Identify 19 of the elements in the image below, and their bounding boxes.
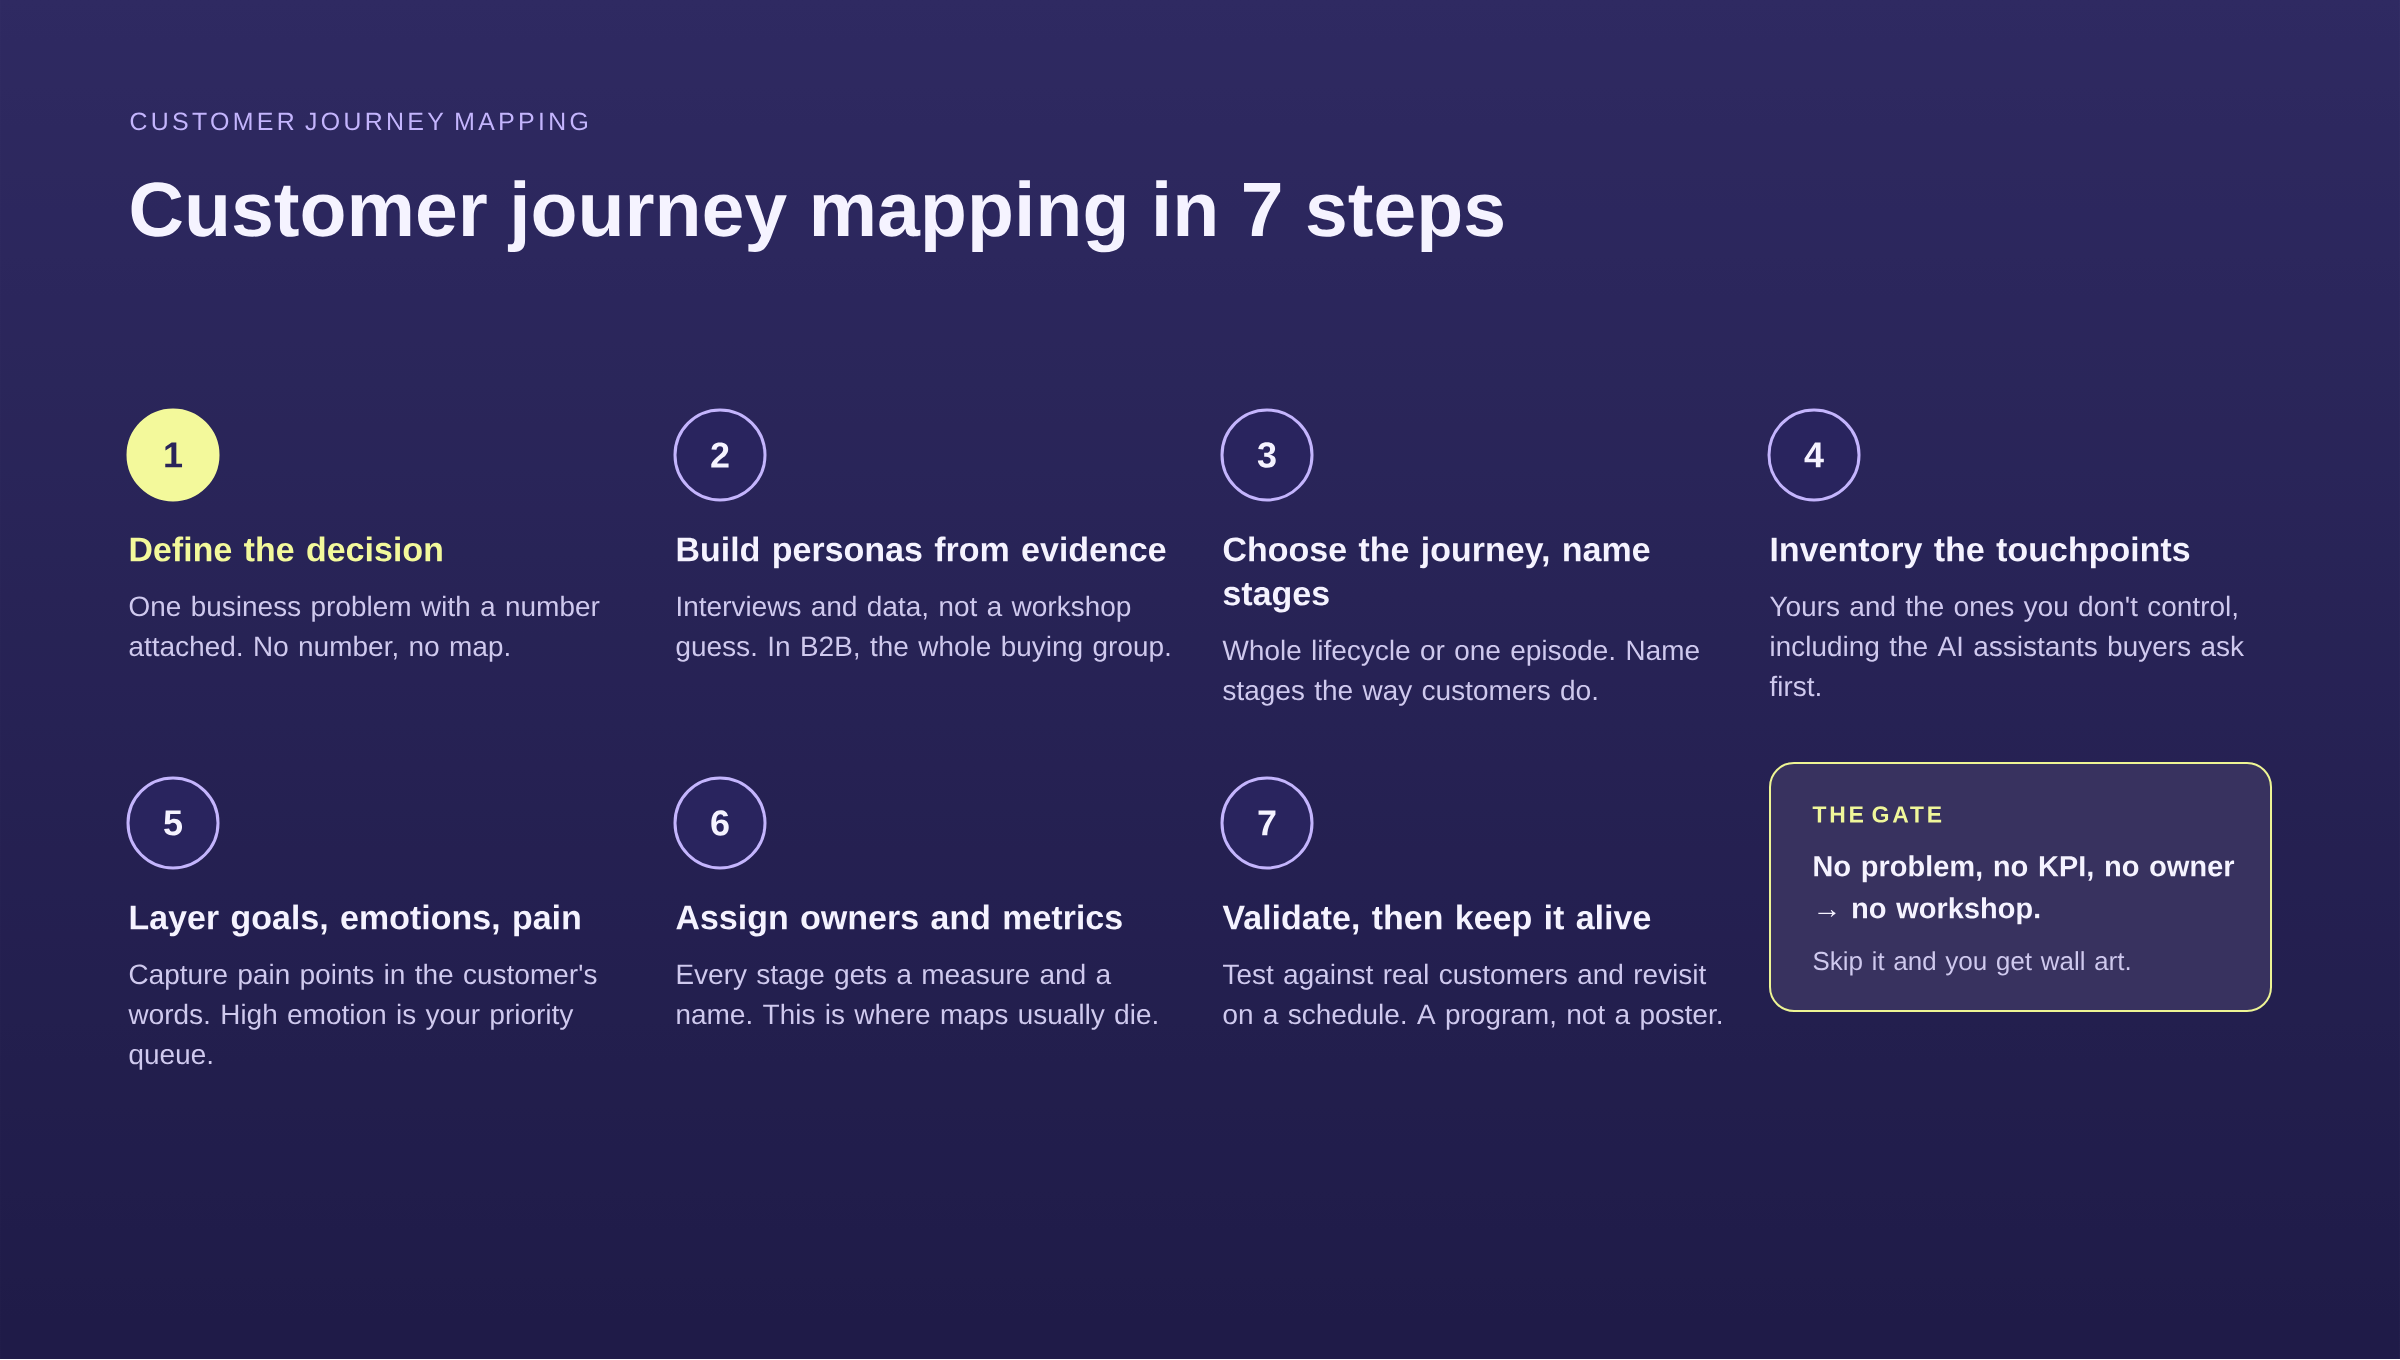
step-heading: Assign owners and metrics (676, 904, 1122, 937)
step-description: One business problem with a number attached. No number, no map. (129, 595, 600, 662)
title: Customer journey mapping in 7 steps (131, 180, 1503, 253)
step-description: Test against real customers and revisit on a schedule. A program, not a poster. (1223, 963, 1721, 1030)
section-label: CUSTOMER JOURNEY MAPPING (130, 112, 587, 131)
callout-heading: THE GATE (1812, 806, 1942, 823)
step-heading: Build personas from evidence (677, 536, 1166, 569)
step-heading: Choose the journey, name stages (1223, 536, 1650, 613)
step-heading: Inventory the touchpoints (1771, 536, 2190, 569)
step-description: Capture pain points in the customer's words. High emotion is your priority queue. (128, 963, 597, 1070)
step-description: Interviews and data, not a workshop guess. In B2B, the whole buying group. (676, 595, 1170, 662)
step-description: Yours and the ones you don't control, including the AI assistants buyers ask first. (1769, 595, 2245, 697)
callout-statement: No problem, no KPI, no owner → no workshop. (1814, 855, 2235, 925)
step-description: Whole lifecycle or one episode. Name stages the way customers do. (1222, 639, 1699, 706)
step-heading: Validate, then keep it alive (1222, 904, 1651, 937)
callout-note: Skip it and you get wall art. (1813, 951, 2130, 976)
step-heading: Layer goals, emotions, pain (130, 904, 580, 937)
step-description: Every stage gets a measure and a name. This is where maps usually die. (677, 963, 1157, 1030)
step-heading: Define the decision (130, 536, 442, 562)
